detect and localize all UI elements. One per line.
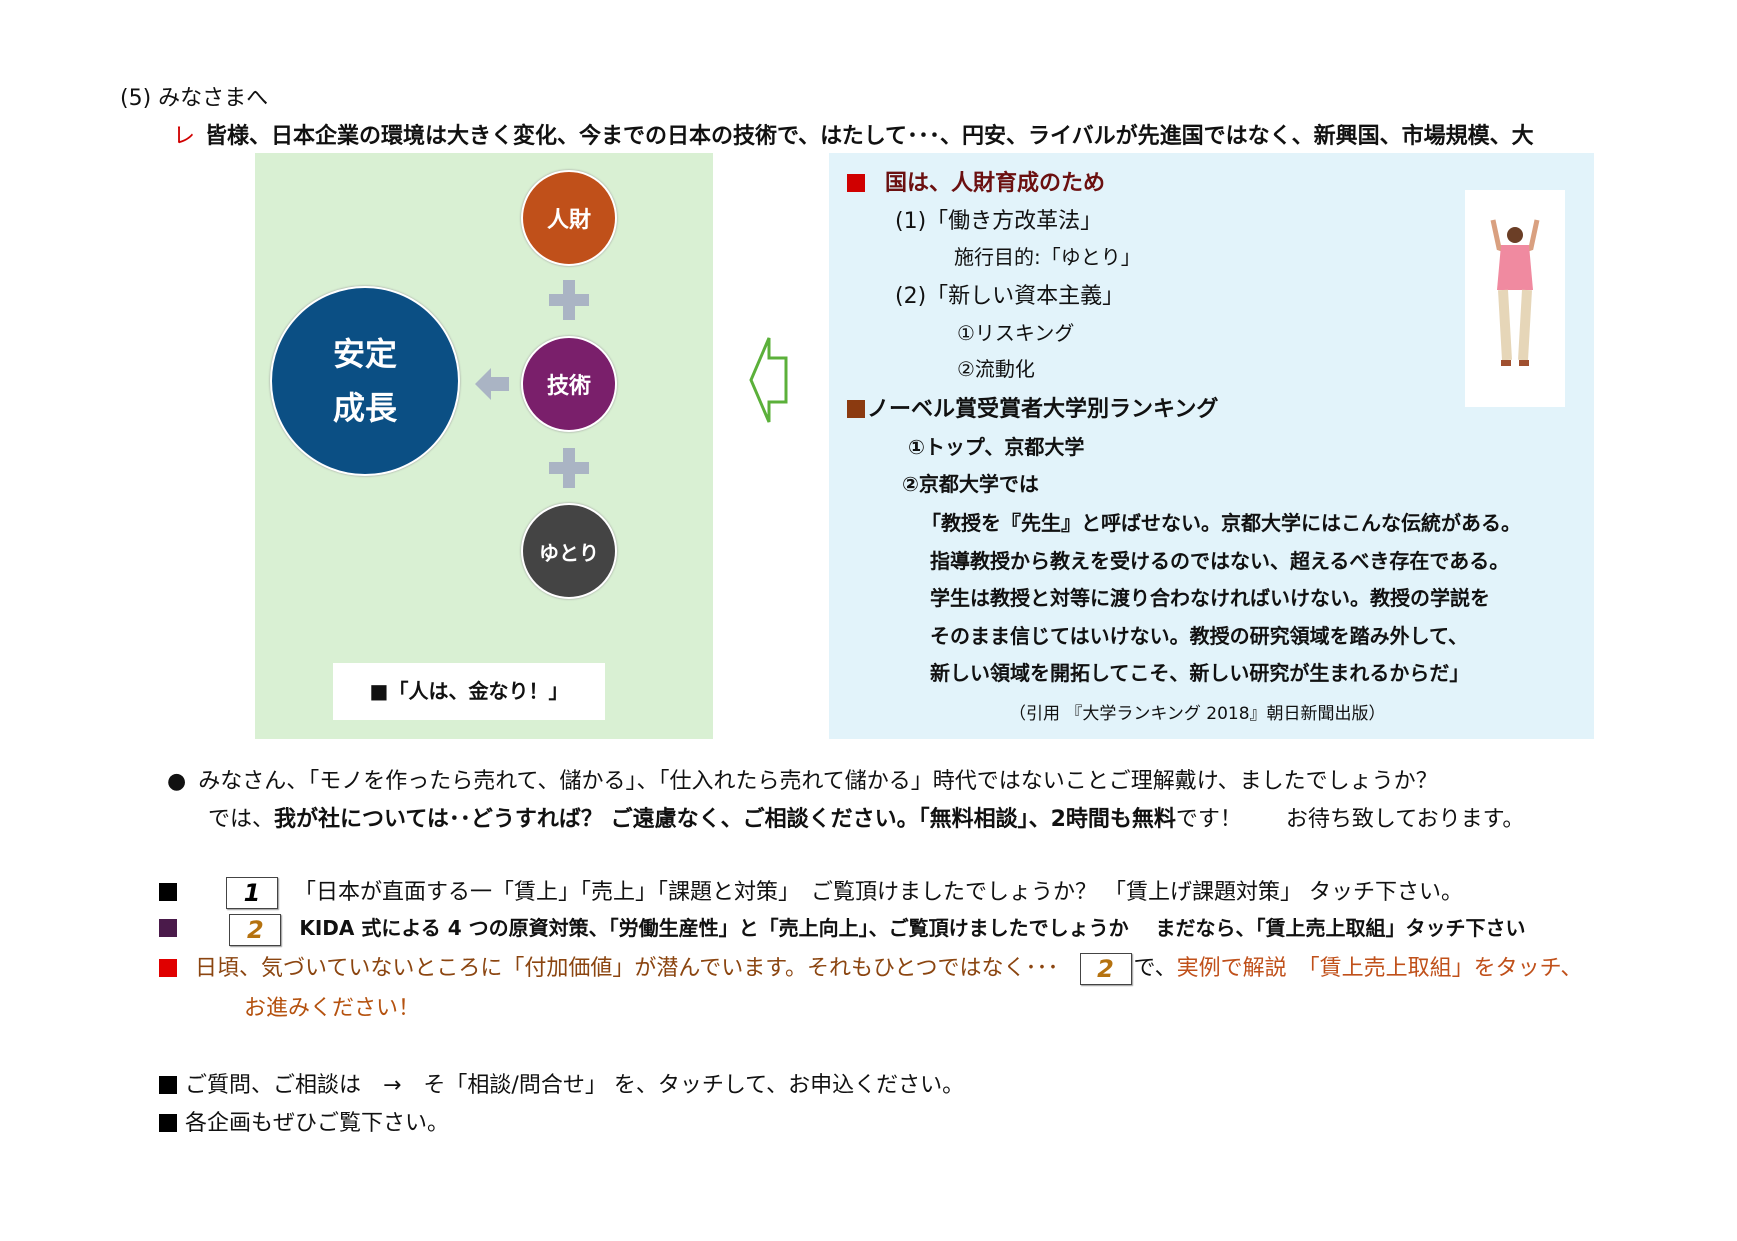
citation: （引用 『大学ランキング 2018』朝日新聞出版） — [1009, 704, 1386, 724]
leeway-circle: ゆとり — [521, 503, 617, 599]
quote-line: 「教授を『先生』と呼ばせない。京都大学にはこんな伝統がある。 — [921, 511, 1521, 535]
ranking-1: ①トップ、京都大学 — [908, 435, 1085, 459]
hollow-arrow-left-icon — [749, 337, 788, 423]
quote-line: 学生は教授と対等に渡り合わなければいけない。教授の学説を — [930, 586, 1490, 610]
square-icon — [847, 400, 865, 418]
quote-line: 新しい領域を開拓してこそ、新しい研究が生まれるからだ」 — [930, 661, 1470, 685]
check-mark-icon: レ — [173, 124, 196, 149]
square-icon — [159, 1114, 177, 1132]
info-panel: 国は、人財育成のため (1)「働き方改革法」 施行目的:「ゆとり」 (2)「新し… — [829, 153, 1594, 739]
square-icon — [159, 883, 177, 901]
ranking-2: ②京都大学では — [902, 472, 1039, 496]
mobility: ②流動化 — [957, 357, 1035, 381]
footer-line-1: ご質問、ご相談は → そ「相談/問合せ」 を、タッチして、お申込ください。 — [159, 1067, 964, 1099]
footer-line-2: 各企画もぜひご覧下さい。 — [159, 1105, 449, 1137]
square-icon — [159, 959, 177, 977]
item-3[interactable]: 日頃、気づいていないところに「付加価値」が潜んでいます。それもひとつではなく･･… — [159, 950, 1582, 985]
highlight-text: 実例で解説 「賃上売上取組」をタッチ、 — [1176, 956, 1583, 981]
quote-line: 指導教授から教えを受けるのではない、超えるべき存在である。 — [930, 548, 1510, 573]
para-line-1: みなさん、「モノを作ったら売れて、儲かる」、「仕入れたら売れて儲かる」時代ではな… — [198, 769, 1438, 794]
stability-growth-circle: 安定成長 — [270, 286, 460, 476]
footer-text: 各企画もぜひご覧下さい。 — [185, 1111, 450, 1136]
quote-block: 「教授を『先生』と呼ばせない。京都大学にはこんな伝統がある。 指導教授から教えを… — [921, 505, 1521, 693]
text: で、 — [1133, 956, 1177, 981]
caption-box: ■「人は、金なり！」 — [333, 663, 605, 720]
text: では、 — [208, 807, 275, 832]
quote-line: そのまま信じてはいけない。教授の研究領域を踏み外して、 — [930, 623, 1468, 648]
item-text: 日頃、気づいていないところに「付加価値」が潜んでいます。それもひとつではなく･･… — [195, 956, 1059, 981]
center-label-2: 成長 — [332, 389, 397, 427]
footer-text: ご質問、ご相談は → そ「相談/問合せ」 を、タッチして、お申込ください。 — [185, 1073, 965, 1098]
intro-text: 皆様、日本企業の環境は大きく変化、今までの日本の技術で、はたして･･･、円安、ラ… — [205, 124, 1534, 149]
diagram-panel: 安定成長 人財 技術 ゆとり ■「人は、金なり！」 — [255, 153, 713, 739]
purpose-text: 施行目的:「ゆとり」 — [954, 245, 1141, 269]
text: です！ お待ち致しております。 — [1175, 807, 1525, 832]
square-icon — [159, 919, 177, 937]
bullet-icon: ● — [167, 769, 187, 794]
heading-text: 国は、人財育成のため — [885, 171, 1106, 196]
inquiry-paragraph: ● みなさん、「モノを作ったら売れて、儲かる」、「仕入れたら売れて儲かる」時代では… — [167, 763, 1438, 795]
plus-icon — [549, 280, 589, 320]
center-label-1: 安定 — [332, 335, 397, 373]
heading-talent: 国は、人財育成のため — [847, 165, 1105, 197]
arrow-left-icon — [475, 368, 509, 400]
item-text: KIDA 式による 4 つの原資対策、「労働生産性」と「売上向上」、ご覧頂けまし… — [299, 916, 1526, 940]
new-capitalism: (2)「新しい資本主義」 — [895, 284, 1125, 309]
person-cheering-icon — [1490, 219, 1540, 366]
plus-icon — [549, 448, 589, 488]
consult-text: 我が社については･･どうすれば？ ご遠慮なく、ご相談ください。「無料相談」、2時… — [274, 807, 1176, 832]
heading-nobel: ノーベル賞受賞者大学別ランキング — [847, 391, 1218, 423]
intro-line: レ皆様、日本企業の環境は大きく変化、今までの日本の技術で、はたして･･･、円安、… — [173, 118, 1534, 150]
number-button-2[interactable]: 2 — [229, 913, 282, 946]
item-2[interactable]: 2 KIDA 式による 4 つの原資対策、「労働生産性」と「売上向上」、ご覧頂けま… — [159, 912, 1526, 946]
square-icon — [847, 174, 865, 192]
work-reform-law: (1)「働き方改革法」 — [895, 209, 1103, 234]
item-1[interactable]: 1 「日本が直面する一「賃上」「売上」「課題と対策」 ご覧頂けましたでしょうか？ … — [159, 874, 1463, 909]
person-photo — [1465, 190, 1565, 407]
para-line-2: では、我が社については･･どうすれば？ ご遠慮なく、ご相談ください。「無料相談」… — [208, 801, 1524, 833]
item-3-continued: お進みください！ — [244, 996, 421, 1021]
square-icon — [159, 1076, 177, 1094]
number-button-1[interactable]: 1 — [226, 877, 278, 909]
technology-circle: 技術 — [521, 336, 617, 432]
number-button-2[interactable]: 2 — [1079, 953, 1132, 985]
item-text: 「日本が直面する一「賃上」「売上」「課題と対策」 ご覧頂けましたでしょうか？ 「… — [294, 880, 1463, 905]
section-title: (5) みなさまへ — [120, 86, 269, 111]
talent-circle: 人財 — [521, 170, 617, 266]
reskilling: ①リスキング — [957, 321, 1075, 345]
heading-text: ノーベル賞受賞者大学別ランキング — [867, 397, 1219, 422]
